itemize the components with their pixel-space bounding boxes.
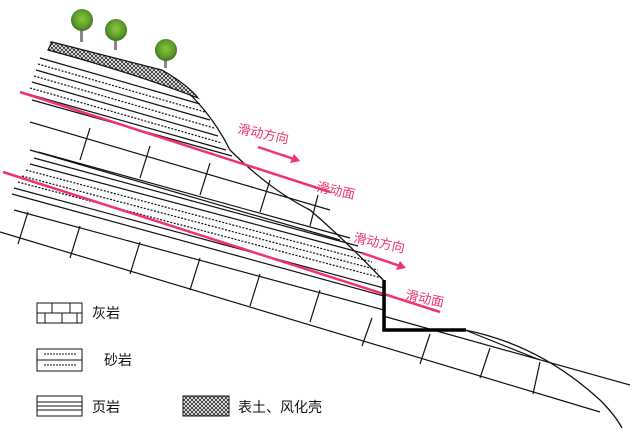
topsoil-crust-layer [47, 41, 200, 100]
legend-label-shale: 页岩 [92, 400, 120, 416]
legend-sandstone-symbol-icon [36, 348, 83, 372]
tree-icon [71, 9, 93, 42]
lower-sliding-surface [2, 170, 441, 314]
excavated-toe-step [382, 280, 466, 332]
middle-strata-lines [11, 151, 385, 297]
lower-direction-arrow-icon [361, 251, 406, 270]
legend-label-topsoil: 表土、风化壳 [238, 400, 322, 416]
lower-limestone-band [0, 209, 631, 413]
upper-direction-arrow-icon [257, 145, 300, 163]
legend-label-sandstone: 砂岩 [104, 353, 132, 369]
legend-label-limestone: 灰岩 [92, 306, 120, 322]
legend-shale-symbol-icon [36, 395, 83, 417]
upper-strata-lines [27, 57, 233, 157]
legend-topsoil-symbol-icon [182, 395, 230, 417]
tree-icon [105, 19, 127, 50]
legend-limestone-symbol-icon [36, 302, 83, 324]
upper-limestone-band [29, 121, 341, 241]
slope-surface-line [49, 41, 623, 429]
tree-icon [155, 39, 177, 68]
upper-sliding-surface [19, 90, 331, 194]
